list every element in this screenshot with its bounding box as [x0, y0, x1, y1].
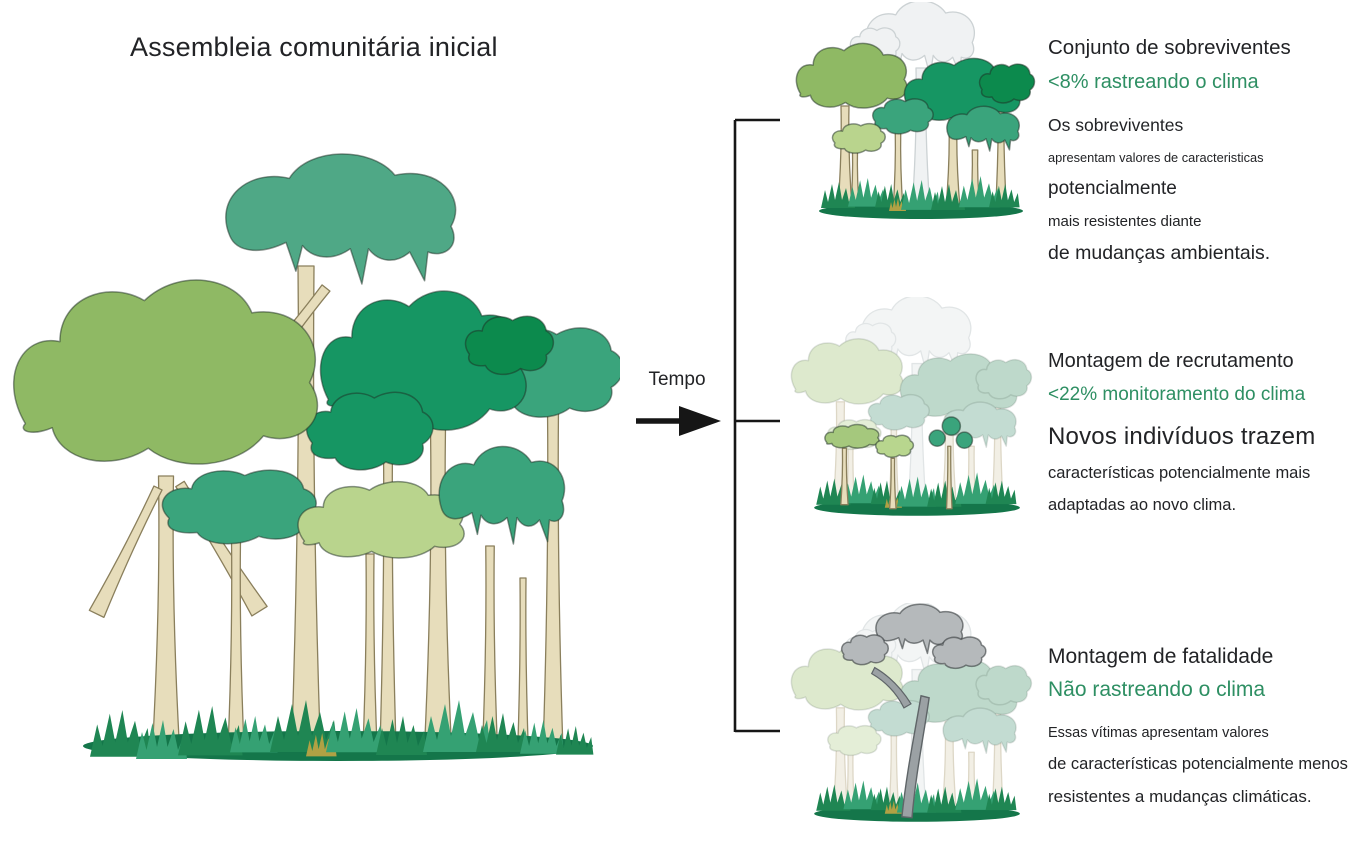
- survivors-line: mais resistentes diante: [1048, 213, 1202, 230]
- recruitment-line: adaptadas ao novo clima.: [1048, 496, 1237, 514]
- branching-bracket: [733, 118, 780, 733]
- recruitment-subheading: <22% monitoramento do clima: [1048, 384, 1306, 405]
- fatality-text-block: Montagem de fatalidade Não rastreando o …: [1048, 645, 1360, 807]
- survivors-text-block: Conjunto de sobreviventes <8% rastreando…: [1048, 36, 1360, 265]
- fatality-illustration: [788, 600, 1040, 848]
- fatality-heading: Montagem de fatalidade: [1048, 645, 1274, 668]
- survivors-line: Os sobreviventes: [1048, 115, 1184, 135]
- survivors-heading: Conjunto de sobreviventes: [1048, 36, 1291, 59]
- time-arrow: [636, 406, 721, 436]
- recruitment-line: características potencialmente mais: [1048, 464, 1311, 482]
- ground-vegetation: [83, 700, 594, 761]
- survivors-line: apresentam valores de caracteristicas: [1048, 150, 1264, 165]
- survivors-subheading: <8% rastreando o clima: [1048, 71, 1259, 93]
- page-title: Assembleia comunitária inicial: [130, 32, 498, 62]
- recruitment-text-block: Montagem de recrutamento <22% monitorame…: [1048, 350, 1360, 515]
- fatality-subheading: Não rastreando o clima: [1048, 678, 1266, 701]
- survivors-line: potencialmente: [1048, 178, 1177, 199]
- initial-community-illustration: [12, 152, 620, 761]
- recruitment-heading: Montagem de recrutamento: [1048, 350, 1294, 372]
- dead-tree: [841, 603, 987, 819]
- fatality-line: de características potencialmente menos: [1048, 755, 1348, 773]
- fatality-line: Essas vítimas apresentam valores: [1048, 725, 1269, 741]
- time-arrow-label: Tempo: [648, 369, 706, 390]
- recruitment-illustration: [788, 296, 1040, 540]
- fatality-line: resistentes a mudanças climáticas.: [1048, 787, 1312, 806]
- understory-trees: [161, 445, 566, 755]
- new-saplings: [824, 416, 974, 510]
- survivors-illustration: [793, 2, 1043, 242]
- survivors-line: de mudanças ambientais.: [1048, 242, 1271, 264]
- recruitment-line: Novos indivíduos trazem: [1048, 423, 1316, 450]
